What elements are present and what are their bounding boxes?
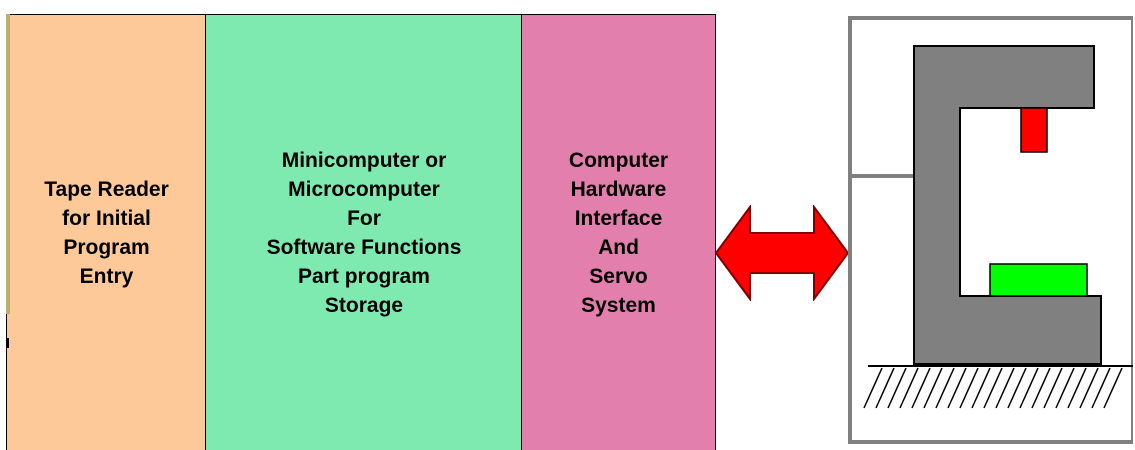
hatch-stroke: [875, 367, 895, 409]
hatch-stroke: [1055, 367, 1075, 409]
tape-reader-block: Tape Reader for Initial Program Entry: [6, 14, 206, 450]
tape-reader-label: Tape Reader for Initial Program Entry: [44, 177, 169, 288]
hatch-stroke: [1091, 367, 1111, 409]
cutting-tool: [1020, 107, 1048, 153]
tape-reader-edge-mark: [6, 14, 10, 314]
ground-hatching: [863, 367, 1123, 409]
hatch-stroke: [935, 367, 955, 409]
hatch-stroke: [947, 367, 967, 409]
hatch-stroke: [983, 367, 1003, 409]
hatch-stroke: [959, 367, 979, 409]
double-arrow-shape: [714, 205, 850, 301]
tape-reader-notch: [6, 338, 9, 348]
c-frame-body: [913, 45, 1102, 365]
hatch-stroke: [1031, 367, 1051, 409]
hatch-stroke: [887, 367, 907, 409]
hatch-stroke: [971, 367, 991, 409]
hatch-stroke: [1067, 367, 1087, 409]
hatch-stroke: [899, 367, 919, 409]
workpiece: [989, 263, 1088, 297]
hatch-stroke: [911, 367, 931, 409]
hatch-stroke: [1019, 367, 1039, 409]
hatch-stroke: [995, 367, 1015, 409]
minicomputer-block: Minicomputer or Microcomputer For Softwa…: [205, 14, 522, 450]
minicomputer-label: Minicomputer or Microcomputer For Softwa…: [266, 148, 462, 317]
hatch-stroke: [1079, 367, 1099, 409]
hatch-stroke: [923, 367, 943, 409]
hardware-interface-label: Computer Hardware Interface And Servo Sy…: [568, 148, 669, 317]
hatch-stroke: [1103, 367, 1123, 409]
bidirectional-arrow: [714, 205, 850, 301]
hatch-stroke: [863, 367, 883, 409]
hatch-stroke: [1043, 367, 1063, 409]
hatch-stroke: [1007, 367, 1027, 409]
machine-tool-illustration: [848, 16, 1133, 444]
hardware-interface-block: Computer Hardware Interface And Servo Sy…: [521, 14, 716, 450]
